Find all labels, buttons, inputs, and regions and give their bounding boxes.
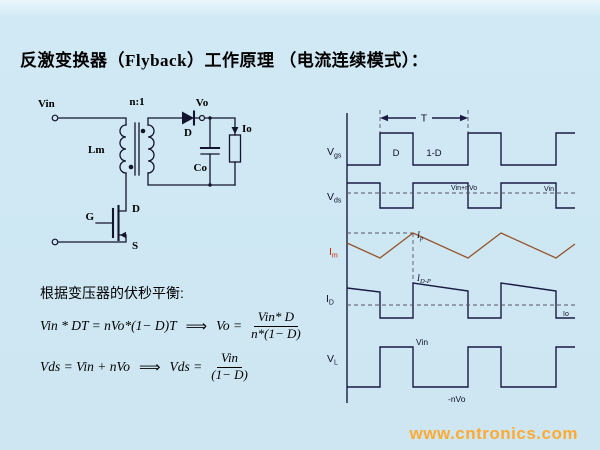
equation-1-denominator: n*(1− D)	[251, 325, 301, 341]
page-title: 反激变换器（Flyback）工作原理 （电流连续模式）：	[20, 51, 429, 70]
diode-label: D	[184, 127, 192, 139]
vin-label: Vin	[38, 98, 55, 110]
io-average-label: Io	[563, 311, 569, 318]
implies-arrow-icon: ⟹	[138, 357, 161, 376]
input-terminal-top	[51, 114, 59, 122]
idp-peak-label: ID-P	[416, 273, 431, 285]
im-label: Im	[329, 246, 338, 260]
id-label: ID	[326, 293, 334, 307]
waveform-diagram: T Vgs D 1-D Vds Vin+nVo Vin Im Ip ID ID-…	[326, 110, 576, 404]
ip-peak-label: Ip	[416, 230, 424, 242]
vds-waveform	[347, 182, 575, 209]
watermark: www.cntronics.com	[409, 424, 578, 443]
vl-low-label: -nVo	[448, 394, 466, 404]
diode-symbol	[182, 111, 194, 125]
flyback-circuit-diagram: Vin n:1 Lm D Vo Io Co G D S	[38, 96, 252, 252]
equation-2: Vds = Vin + nVo ⟹ Vds = Vin (1− D)	[40, 350, 350, 383]
vds-vin-label: Vin	[544, 186, 554, 193]
transformer-primary-winding	[119, 124, 127, 174]
vgs-waveform	[347, 132, 575, 166]
implies-arrow-icon: ⟹	[185, 316, 208, 335]
equation-2-numerator: Vin	[216, 350, 243, 368]
equation-2-result-lead: Vds =	[169, 358, 203, 374]
transformer-secondary-winding	[147, 124, 155, 174]
equation-2-fraction: Vin (1− D)	[207, 350, 252, 383]
equation-2-denominator: (1− D)	[211, 366, 248, 382]
output-current-arrow	[231, 127, 239, 134]
equations-section: 根据变压器的伏秒平衡: Vin * DT = nVo*(1− D)T ⟹ Vo …	[40, 283, 350, 392]
equation-1-numerator: Vin* D	[253, 309, 299, 327]
source-label: S	[132, 240, 138, 252]
period-label: T	[421, 113, 428, 125]
equation-1-result-lead: Vo =	[216, 317, 243, 333]
equation-1-lhs: Vin * DT = nVo*(1− D)T	[40, 317, 177, 333]
arrow-head-left-icon	[380, 114, 388, 122]
arrow-head-right-icon	[460, 114, 468, 122]
volt-second-heading: 根据变压器的伏秒平衡:	[40, 285, 184, 301]
gate-label: G	[85, 211, 94, 223]
turns-ratio-label: n:1	[129, 96, 144, 108]
duty-off-label: 1-D	[426, 148, 441, 159]
vgs-label: Vgs	[327, 146, 342, 160]
vds-label: Vds	[327, 191, 342, 205]
lm-label: Lm	[88, 144, 105, 156]
io-label: Io	[242, 123, 252, 135]
equation-1-fraction: Vin* D n*(1− D)	[247, 309, 305, 342]
mosfet-source-arrow	[120, 231, 126, 239]
load-resistor	[228, 134, 242, 163]
vl-waveform	[347, 346, 575, 388]
equation-2-lhs: Vds = Vin + nVo	[40, 358, 130, 374]
duty-on-label: D	[393, 148, 400, 159]
drain-label: D	[132, 203, 140, 215]
circuit-wires	[57, 110, 242, 243]
vl-high-label: Vin	[416, 337, 428, 347]
co-label: Co	[194, 162, 208, 174]
vds-high-label: Vin+nVo	[451, 185, 477, 192]
junction-dot	[208, 116, 212, 120]
id-waveform	[346, 282, 575, 319]
vo-label: Vo	[196, 97, 209, 109]
im-waveform	[346, 232, 576, 259]
output-terminal	[198, 114, 206, 122]
junction-dot	[208, 183, 212, 187]
input-terminal-bottom	[51, 238, 59, 246]
secondary-polarity-dot	[140, 128, 146, 134]
equation-1: Vin * DT = nVo*(1− D)T ⟹ Vo = Vin* D n*(…	[40, 309, 350, 342]
primary-polarity-dot	[128, 164, 134, 170]
vl-label: VL	[327, 353, 338, 367]
